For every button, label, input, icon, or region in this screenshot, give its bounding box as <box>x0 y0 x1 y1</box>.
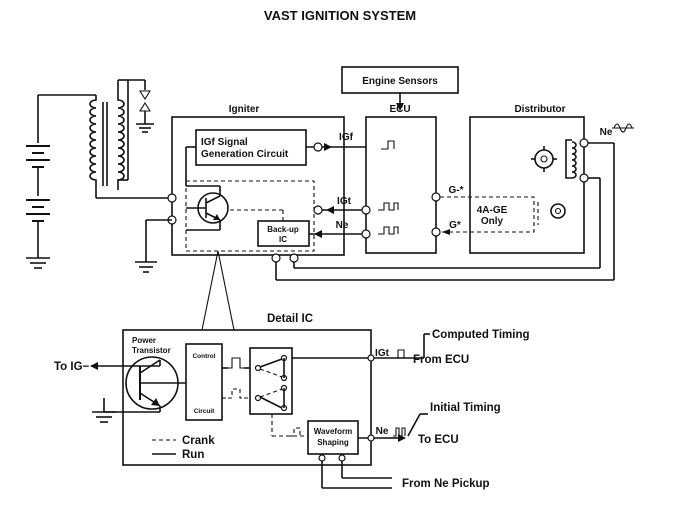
backup-ic-label-1: Back-up <box>267 225 299 234</box>
ne-sine-wave-icon <box>612 123 634 133</box>
engine-sensors-box <box>341 66 459 94</box>
switch-contact-2 <box>254 394 262 402</box>
g-signal-dashed-path <box>440 196 535 233</box>
circuit-label: Circuit <box>194 408 215 415</box>
g-plus-label: G* <box>449 220 461 231</box>
ecu-terminal-g-minus <box>431 192 441 202</box>
battery-symbol <box>26 95 50 258</box>
to-ecu-label: To ECU <box>418 434 459 446</box>
from-ecu-label: From ECU <box>413 354 469 366</box>
ecu-waveform-igf <box>381 140 395 150</box>
only-4age-label-1: 4A-GE <box>477 205 508 216</box>
igniter-terminal-igt <box>313 205 323 215</box>
ecu-waveform-ne <box>378 226 399 235</box>
shaping-waveform-icon <box>290 427 304 437</box>
ground-symbol-battery <box>26 257 50 269</box>
igniter-terminal-igf <box>313 142 323 152</box>
ne-signal-label: Ne <box>336 220 349 231</box>
igf-signal-label: IGf <box>339 132 354 143</box>
spark-plug-symbol <box>136 90 154 133</box>
igt-detail-waveform <box>395 349 408 359</box>
detail-ic-label: Detail IC <box>267 313 313 325</box>
igniter-terminal-ne-plus <box>271 253 281 263</box>
diagram-title: VAST IGNITION SYSTEM <box>264 8 416 23</box>
distributor-box <box>469 116 585 254</box>
switch-contact-1 <box>254 364 262 372</box>
power-transistor-label-1: Power <box>132 336 156 345</box>
detail-terminal-igt <box>367 354 375 362</box>
ne-pickup-coil-symbol <box>565 139 577 179</box>
g-minus-label: G-* <box>449 185 464 196</box>
distributor-terminal-ne-plus <box>579 138 589 148</box>
initial-timing-label: Initial Timing <box>430 402 501 414</box>
control-circuit-box <box>185 343 223 421</box>
legend: Crank Run <box>152 435 215 461</box>
ecu-terminal-g-plus <box>431 227 441 237</box>
waveform-shaping-label-2: Shaping <box>317 438 349 447</box>
ne-distributor-label: Ne <box>600 127 613 138</box>
ne-detail-waveform <box>393 427 406 437</box>
igf-circuit-label-2: Generation Circuit <box>201 149 289 160</box>
igf-circuit-label-1: IGf Signal <box>201 137 248 148</box>
run-waveform <box>228 357 244 369</box>
ne-detail-label: Ne <box>376 426 389 437</box>
igniter-label: Igniter <box>229 104 260 115</box>
ecu-waveform-igt <box>378 202 399 211</box>
waveform-shaping-label-1: Waveform <box>314 427 352 436</box>
to-ig-label: To IG− <box>54 361 90 373</box>
ground-symbol-detail <box>92 411 116 423</box>
computed-timing-label: Computed Timing <box>432 329 530 341</box>
ecu-terminal-ne <box>361 229 371 239</box>
ecu-terminal-igt <box>361 205 371 215</box>
igniter-power-transistor <box>186 192 229 224</box>
waveform-shaping-box <box>307 420 359 455</box>
igniter-terminal-c <box>167 193 177 203</box>
distributor-label: Distributor <box>514 104 565 115</box>
detail-ic-region <box>185 180 315 252</box>
distributor-terminal-ne-minus <box>579 173 589 183</box>
power-transistor-label-2: Transistor <box>132 346 171 355</box>
legend-crank-label: Crank <box>182 435 215 447</box>
ignition-coil-symbol <box>89 95 125 190</box>
igniter-terminal-ne-minus <box>289 253 299 263</box>
g-pickup-coil-symbol <box>537 202 566 225</box>
backup-ic-label-2: IC <box>279 235 287 244</box>
only-4age-label-2: Only <box>481 216 504 227</box>
control-label: Control <box>192 353 215 360</box>
ecu-box <box>365 116 437 254</box>
from-ne-pickup-label: From Ne Pickup <box>402 478 490 490</box>
igt-signal-label: IGt <box>337 196 352 207</box>
legend-run-label: Run <box>182 449 204 461</box>
shaping-input-terminal-2 <box>338 454 346 462</box>
shaping-input-terminal-1 <box>318 454 326 462</box>
ground-symbol-igniter <box>135 261 157 273</box>
distributor-rotor-icon <box>531 146 557 172</box>
igt-detail-label: IGt <box>375 348 390 359</box>
engine-sensors-label: Engine Sensors <box>362 76 438 87</box>
detail-terminal-ne <box>367 434 375 442</box>
ecu-label: ECU <box>389 104 410 115</box>
crank-waveform <box>228 388 244 399</box>
